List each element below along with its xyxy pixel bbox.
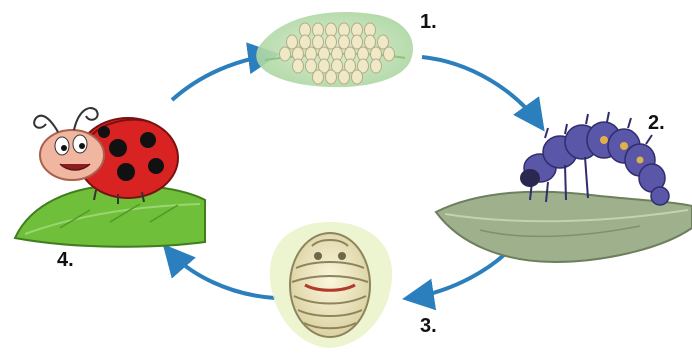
stage-label-eggs: 1. [420,12,437,32]
egg [313,70,324,84]
stage-label-larva: 2. [648,113,665,133]
egg [352,70,363,84]
stage-label-adult: 4. [57,250,74,270]
egg [352,35,363,49]
larva-icon [436,112,692,262]
egg [339,70,350,84]
arrow-eggs-to-larva [422,57,540,125]
egg [384,47,395,61]
egg [300,35,311,49]
egg [293,59,304,73]
arrow-pupa-to-adult [168,250,275,298]
stage-label-pupa: 3. [420,316,437,336]
egg [365,35,376,49]
egg [280,47,291,61]
egg [378,35,389,49]
ladybug-icon [15,108,205,247]
eggs-icon [256,12,413,87]
egg [339,35,350,49]
egg [313,35,324,49]
egg [326,35,337,49]
egg [371,59,382,73]
egg [287,35,298,49]
pupa-icon [270,222,392,348]
egg [326,70,337,84]
arrow-adult-to-eggs [172,55,272,100]
